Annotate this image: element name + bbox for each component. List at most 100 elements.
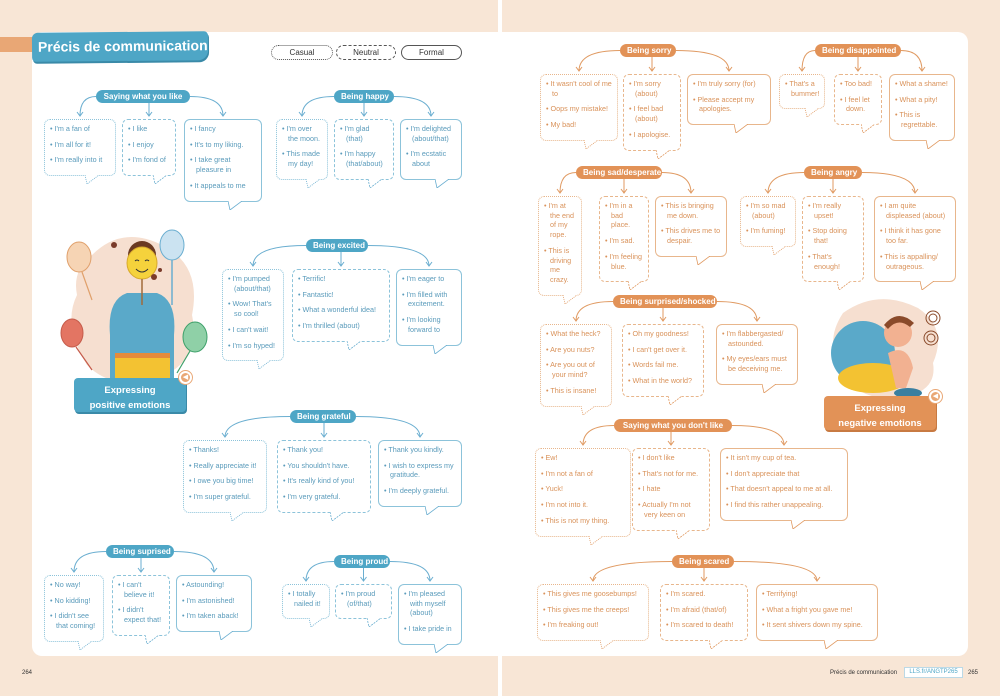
negative-illustration bbox=[818, 293, 958, 403]
phrase-item: This is bringing me down. bbox=[661, 201, 721, 220]
arrow-head-icon bbox=[764, 188, 772, 194]
phrase-item: I apologise. bbox=[629, 130, 675, 140]
phrase-bubble-neutral: I'm sorry (about) I feel bad (about) I apo… bbox=[623, 74, 681, 159]
group-heading: Saying what you don't like bbox=[614, 419, 732, 432]
phrase-item: This gives me goosebumps! bbox=[543, 589, 643, 599]
section-tab-marker bbox=[0, 37, 40, 52]
phrase-item: I'm scared. bbox=[666, 589, 742, 599]
phrase-item: I'm scared to death! bbox=[666, 620, 742, 630]
phrase-item: I'm in a bad place. bbox=[605, 201, 643, 230]
speech-tail bbox=[84, 175, 99, 185]
phrase-item: That's not for me. bbox=[638, 469, 704, 479]
group-heading: Being proud bbox=[334, 555, 390, 568]
speech-tail bbox=[627, 281, 642, 291]
phrase-item: This made my day! bbox=[282, 149, 322, 168]
connector-arrow bbox=[592, 561, 673, 582]
phrase-item: That's a bummer! bbox=[785, 79, 819, 98]
sad-person-illustration bbox=[831, 299, 941, 399]
phrase-item: This gives me the creeps! bbox=[543, 605, 643, 615]
phrase-item: I can't wait! bbox=[228, 325, 278, 335]
group-heading: Being surprised/shocked bbox=[613, 295, 717, 308]
phrase-bubble-formal: I'm truly sorry (for)Please accept my ap… bbox=[687, 74, 771, 134]
arrow-head-icon bbox=[425, 261, 433, 267]
arrow-head-icon bbox=[725, 66, 733, 72]
arrow-head-icon bbox=[76, 111, 84, 117]
phrase-item: That doesn't appeal to me at all. bbox=[726, 484, 842, 494]
phrase-item: I'm so mad (about) bbox=[746, 201, 790, 220]
connector-arrow bbox=[559, 172, 577, 194]
phrase-item: I'm astonished! bbox=[182, 596, 246, 606]
phrase-bubble-formal: I am quite displeased (about)I think it … bbox=[874, 196, 956, 291]
arrow-head-icon bbox=[210, 567, 218, 573]
speech-tail bbox=[230, 511, 245, 521]
speaker-icon[interactable]: ◀ bbox=[179, 371, 192, 384]
speech-tail bbox=[861, 124, 876, 134]
speech-tail bbox=[805, 108, 820, 118]
speech-tail bbox=[309, 618, 324, 628]
speech-tail bbox=[920, 281, 935, 291]
arrow-head-icon bbox=[137, 567, 145, 573]
phrase-item: I'm afraid (that/of) bbox=[666, 605, 742, 615]
group-heading: Being scared bbox=[672, 555, 734, 568]
footer-section-title: Précis de communication bbox=[830, 670, 898, 676]
phrase-item: This is insane! bbox=[546, 386, 606, 396]
arrow-head-icon bbox=[556, 188, 564, 194]
positive-illustration bbox=[52, 215, 212, 390]
phrase-item: Terrifying! bbox=[762, 589, 872, 599]
connector-arrow bbox=[861, 172, 916, 194]
negative-emotions-caption: Expressing negative emotions bbox=[824, 396, 936, 430]
phrase-bubble-neutral: I'm scared. I'm afraid (that/of) I'm scare… bbox=[660, 584, 748, 650]
caption-line-1: Expressing bbox=[854, 403, 906, 414]
speech-tail bbox=[434, 643, 449, 653]
phrase-item: Wow! That's so cool! bbox=[228, 299, 278, 318]
phrase-item: I don't like bbox=[638, 453, 704, 463]
phrase-item: I'm fuming! bbox=[746, 226, 790, 236]
phrase-item: What the heck? bbox=[546, 329, 606, 339]
phrase-bubble-formal: Astounding!I'm astonished!I'm taken abac… bbox=[176, 575, 252, 641]
speech-tail bbox=[675, 529, 690, 539]
phrase-bubble-formal: This is bringing me down.This drives me … bbox=[655, 196, 727, 265]
phrase-item: No way! bbox=[50, 580, 98, 590]
phrase-item: I feel bad (about) bbox=[629, 104, 675, 123]
phrase-item: I'm not a fan of bbox=[541, 469, 625, 479]
phrase-bubble-casual: I'm over the moon.This made my day! bbox=[276, 119, 328, 188]
speech-tail bbox=[367, 618, 382, 628]
phrase-item: Fantastic! bbox=[298, 290, 384, 300]
phrase-item: I fancy bbox=[190, 124, 256, 134]
phrase-bubble-neutral: I likeI enjoyI'm fond of bbox=[122, 119, 176, 185]
speech-tail bbox=[78, 640, 92, 650]
phrase-item: You shouldn't have. bbox=[283, 461, 365, 471]
arrow-head-icon bbox=[700, 576, 708, 582]
connector-arrow bbox=[716, 301, 758, 322]
arrow-head-icon bbox=[249, 261, 257, 267]
arrow-head-icon bbox=[620, 188, 628, 194]
phrase-bubble-formal: I'm eager toI'm filled with excitement.I… bbox=[396, 269, 462, 354]
phrase-bubble-neutral: I'm in a bad place.I'm sad.I'm feeling b… bbox=[599, 196, 649, 291]
speaker-icon[interactable]: ◀ bbox=[929, 390, 942, 403]
legend-casual: Casual bbox=[271, 45, 333, 60]
phrase-item: I'm super grateful. bbox=[189, 492, 261, 502]
phrase-item: I didn't expect that! bbox=[118, 605, 164, 624]
phrase-item: I'm glad (that) bbox=[340, 124, 388, 143]
phrase-item: I am quite displeased (about) bbox=[880, 201, 950, 220]
phrase-bubble-casual: Thanks!Really appreciate it!I owe you bi… bbox=[183, 440, 267, 521]
phrase-item: I like bbox=[128, 124, 170, 134]
phrase-item: I'm deeply grateful. bbox=[384, 486, 456, 496]
arrow-head-icon bbox=[572, 316, 580, 322]
footer-link[interactable]: LLS.fr/ANGTP265 bbox=[904, 667, 963, 678]
phrase-item: I feel let down. bbox=[840, 95, 876, 114]
phrase-item: My bad! bbox=[546, 120, 612, 130]
phrase-item: I'm feeling blue. bbox=[605, 252, 643, 271]
phrase-item: Oops my mistake! bbox=[546, 104, 612, 114]
speech-tail bbox=[346, 340, 361, 350]
phrase-item: I'm truly sorry (for) bbox=[693, 79, 765, 89]
phrase-item: I can't get over it. bbox=[628, 345, 698, 355]
phrase-item: I'm sorry (about) bbox=[629, 79, 675, 98]
phrase-item: Stop doing that! bbox=[808, 226, 858, 245]
phrase-item: I'm flabbergasted/ astounded. bbox=[722, 329, 792, 348]
connector-arrow bbox=[900, 50, 923, 72]
phrase-bubble-casual: I totally nailed it! bbox=[282, 584, 330, 628]
